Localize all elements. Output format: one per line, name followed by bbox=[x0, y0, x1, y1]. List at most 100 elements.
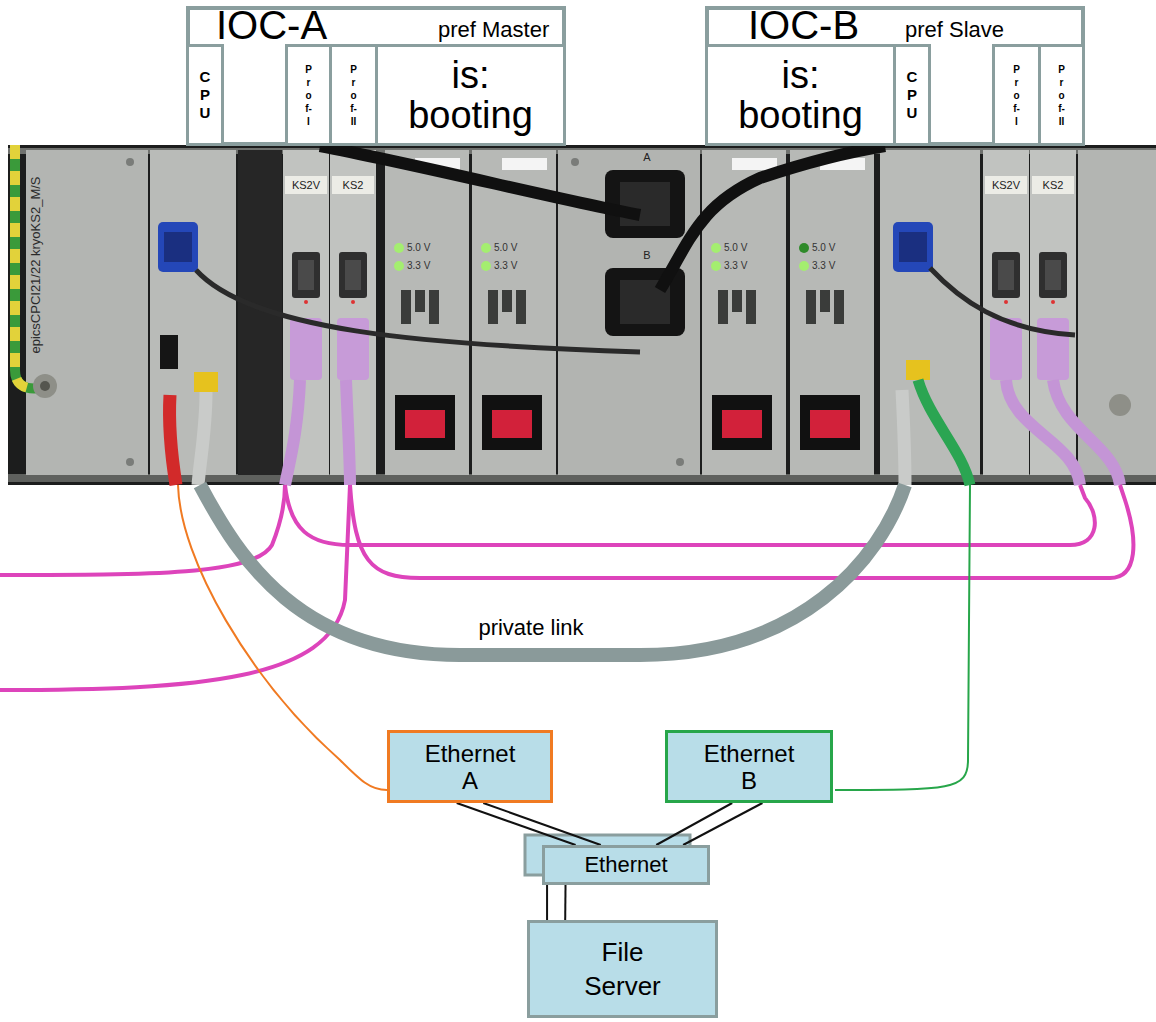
inlet-label: A bbox=[643, 151, 650, 164]
power-module bbox=[790, 150, 874, 475]
panel-screw bbox=[126, 158, 134, 166]
module-handle bbox=[810, 410, 850, 438]
slot-text: P r o f- I bbox=[1013, 63, 1020, 128]
network-link bbox=[483, 803, 601, 845]
db9-socket bbox=[339, 252, 367, 298]
voltage-label: 3.3 V bbox=[407, 260, 430, 272]
profibus-line bbox=[350, 485, 1133, 578]
card-tape bbox=[332, 176, 374, 194]
profibus-line bbox=[285, 485, 1095, 545]
network-link bbox=[656, 803, 762, 845]
led bbox=[481, 261, 491, 271]
private-link-cable bbox=[200, 485, 905, 655]
panel-screw bbox=[126, 458, 134, 466]
db9-socket bbox=[998, 260, 1014, 290]
profibus-slot: P r o f- II bbox=[329, 44, 378, 146]
maker-logo bbox=[401, 290, 439, 324]
card-tape bbox=[1032, 176, 1074, 194]
voltage-label: 5.0 V bbox=[407, 242, 430, 254]
profibus-line bbox=[0, 485, 350, 690]
rj45-socket bbox=[906, 360, 930, 380]
voltage-label: 3.3 V bbox=[724, 260, 747, 272]
card-tape bbox=[285, 176, 327, 194]
maker-logo bbox=[718, 290, 756, 324]
power-cable bbox=[320, 146, 640, 215]
voltage-label: 5.0 V bbox=[724, 242, 747, 254]
module-handle bbox=[712, 395, 772, 450]
voltage-label: 3.3 V bbox=[494, 260, 517, 272]
profibus-cable bbox=[1006, 380, 1080, 485]
barcode bbox=[732, 158, 777, 170]
rj45-socket bbox=[194, 372, 218, 392]
node-text: Ethernet B bbox=[704, 740, 795, 794]
profibus-cable bbox=[1053, 380, 1120, 485]
end-panel bbox=[26, 150, 148, 475]
panel-screw bbox=[676, 458, 684, 466]
barcode bbox=[502, 158, 547, 170]
cpu-slot: C P U bbox=[893, 44, 931, 146]
ethernet-line bbox=[835, 485, 970, 790]
led bbox=[711, 243, 721, 253]
ioc-box: IOC-Bpref Slaveis: bootingC P UP r o f- … bbox=[705, 6, 1085, 146]
network-link bbox=[547, 885, 565, 920]
panel-screw bbox=[571, 158, 579, 166]
crate-label: epicsCPCI21/22 kryoKS2_M/S bbox=[29, 176, 44, 353]
profibus-slot: P r o f- I bbox=[992, 44, 1041, 146]
module-handle bbox=[482, 395, 542, 450]
voltage-label: 5.0 V bbox=[812, 242, 835, 254]
module-tag: KS2V bbox=[292, 179, 320, 192]
signal-cable bbox=[196, 270, 640, 352]
ethernet-line bbox=[178, 485, 387, 790]
subtitle: pref Slave bbox=[905, 19, 1004, 41]
module-tag: KS2V bbox=[992, 179, 1020, 192]
panel-screw bbox=[1109, 394, 1131, 416]
ioc-box: IOC-Apref MasterC P UP r o f- IP r o f- … bbox=[186, 6, 566, 146]
subtitle: pref Master bbox=[438, 19, 549, 41]
led bbox=[394, 243, 404, 253]
profibus-cable bbox=[346, 380, 350, 485]
db9-socket bbox=[345, 260, 361, 290]
slot-text: P r o f- I bbox=[305, 63, 312, 128]
end-panel bbox=[1078, 150, 1156, 475]
network-switch: Ethernet bbox=[542, 845, 710, 885]
cpu-card bbox=[880, 150, 980, 475]
inlet-label: B bbox=[643, 249, 650, 262]
profibus-plug bbox=[290, 318, 322, 380]
network-switch: Ethernet A bbox=[387, 730, 553, 803]
module-handle bbox=[395, 395, 455, 450]
ethernet-cable bbox=[169, 395, 176, 485]
voltage-label: 5.0 V bbox=[494, 242, 517, 254]
module-handle bbox=[722, 410, 762, 438]
vga-plug bbox=[893, 222, 933, 272]
module-handle bbox=[492, 410, 532, 438]
status-dot bbox=[1051, 300, 1055, 304]
power-module bbox=[702, 150, 786, 475]
link-cable bbox=[198, 392, 206, 485]
db9-socket bbox=[298, 260, 314, 290]
vga-plug bbox=[899, 232, 927, 262]
vga-plug bbox=[158, 222, 198, 272]
earth-screw bbox=[40, 381, 50, 391]
earth-screw bbox=[33, 374, 57, 398]
profibus-card bbox=[283, 150, 329, 475]
profibus-slot: P r o f- I bbox=[285, 44, 332, 146]
maker-logo bbox=[806, 290, 844, 324]
power-cable bbox=[660, 146, 885, 290]
card-tape bbox=[985, 176, 1027, 194]
node-text: Ethernet A bbox=[425, 740, 516, 794]
network-link bbox=[457, 803, 601, 845]
status-cell: is: booting bbox=[705, 44, 896, 146]
profibus-cable bbox=[285, 380, 300, 485]
profibus-plug bbox=[990, 318, 1022, 380]
led bbox=[799, 261, 809, 271]
status-dot bbox=[1004, 300, 1008, 304]
ethernet-cable bbox=[918, 380, 970, 485]
slot-text: C P U bbox=[200, 68, 211, 122]
status-text: is: booting bbox=[738, 55, 863, 135]
module-handle bbox=[405, 410, 445, 438]
node-text: File Server bbox=[584, 935, 661, 1003]
file-server: File Server bbox=[527, 920, 718, 1018]
rack-frame bbox=[8, 145, 1156, 485]
status-cell: is: booting bbox=[375, 44, 566, 146]
